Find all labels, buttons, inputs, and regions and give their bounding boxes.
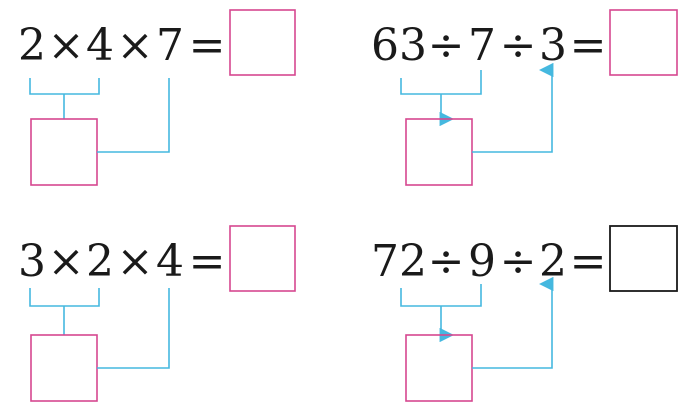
expr-1-operator-b: × xyxy=(117,20,154,71)
bracket-4 xyxy=(400,284,482,335)
expr-3-equals: = xyxy=(189,236,226,287)
expr-2-operator-a: ÷ xyxy=(428,20,465,71)
bracket-1 xyxy=(29,78,100,119)
connector-1 xyxy=(97,78,170,153)
step-box-4[interactable] xyxy=(405,334,473,402)
expr-4-equals: = xyxy=(570,236,607,287)
problem-1: 2 × 4 × 7 = xyxy=(18,9,296,186)
expr-3-operator-b: × xyxy=(117,236,154,287)
bracket-3 xyxy=(29,288,100,335)
connector-2 xyxy=(472,62,554,153)
expr-4-operator-a: ÷ xyxy=(428,236,465,287)
expr-4-operator-b: ÷ xyxy=(500,236,537,287)
problem-2: 63 ÷ 7 ÷ 3 = xyxy=(371,9,678,186)
expr-4-number-c: 2 xyxy=(539,236,567,287)
expr-2-operator-b: ÷ xyxy=(500,20,537,71)
step-box-1[interactable] xyxy=(30,118,98,186)
bracket-2 xyxy=(400,70,482,119)
answer-box-1[interactable] xyxy=(229,9,296,76)
expr-2-number-a: 63 xyxy=(371,20,427,71)
expr-4-number-a: 72 xyxy=(371,236,427,287)
expr-1-number-a: 2 xyxy=(18,20,46,71)
expr-3-number-c: 4 xyxy=(156,236,184,287)
step-box-2[interactable] xyxy=(405,118,473,186)
expr-3-number-b: 2 xyxy=(86,236,114,287)
expr-3-operator-a: × xyxy=(48,236,85,287)
expr-3-number-a: 3 xyxy=(18,236,46,287)
expr-1-number-b: 4 xyxy=(86,20,114,71)
expr-1-equals: = xyxy=(189,20,226,71)
expr-1-number-c: 7 xyxy=(156,20,184,71)
answer-box-2[interactable] xyxy=(609,9,678,76)
answer-box-3[interactable] xyxy=(229,225,296,292)
answer-box-4[interactable] xyxy=(609,225,678,292)
step-box-3[interactable] xyxy=(30,334,98,402)
expr-2-number-c: 3 xyxy=(539,20,567,71)
problem-3: 3 × 2 × 4 = xyxy=(18,225,296,402)
expr-4-number-b: 9 xyxy=(468,236,496,287)
connector-4 xyxy=(472,276,554,369)
expr-2-number-b: 7 xyxy=(468,20,496,71)
problem-4: 72 ÷ 9 ÷ 2 = xyxy=(371,225,678,402)
connector-3 xyxy=(97,288,170,369)
expr-1-operator-a: × xyxy=(48,20,85,71)
expr-2-equals: = xyxy=(570,20,607,71)
